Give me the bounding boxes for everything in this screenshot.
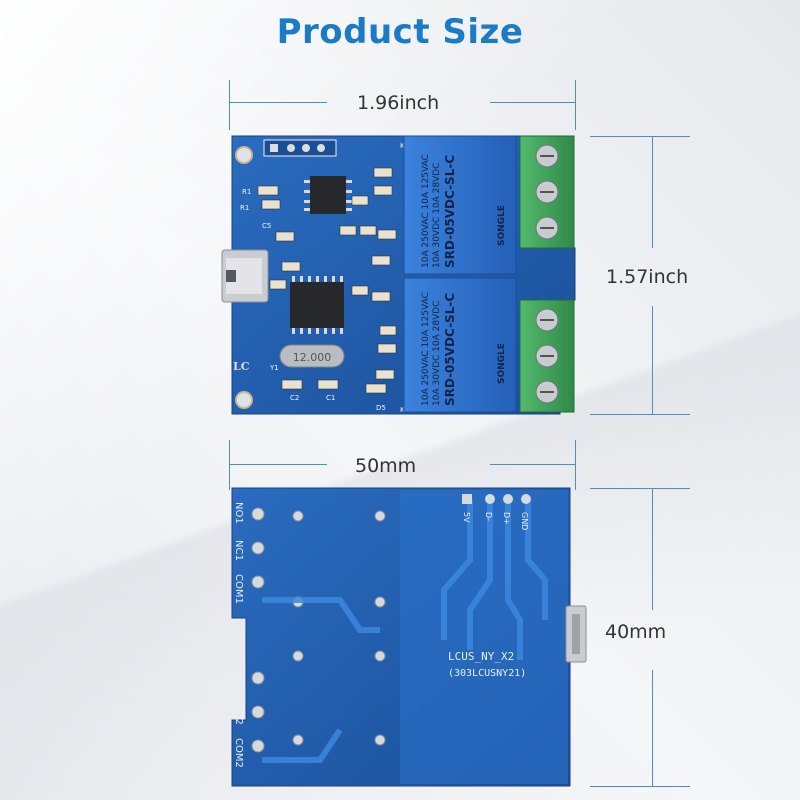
top-width-line-left xyxy=(229,102,327,103)
pin-label-dplus: D+ xyxy=(502,512,511,525)
terminal-label-no1: NO1 xyxy=(233,502,244,524)
pin-header xyxy=(263,139,337,157)
board-model: LCUS_NY_X2 xyxy=(448,650,514,663)
relay-rating: 10A 30VDC 10A 28VDC xyxy=(432,163,442,268)
bottom-width-label: 50mm xyxy=(355,455,417,477)
terminal-label-com2: COM2 xyxy=(233,738,244,768)
component-label: R1 xyxy=(240,204,249,212)
bottom-width-line-left xyxy=(229,464,327,465)
top-board: 12.000 LC R1 R1 C5 K1 K2 Y1 C2 C1 D5 xyxy=(221,135,576,415)
relay-brand: SONGLE xyxy=(497,343,507,384)
bottom-width-left-tick xyxy=(229,440,230,490)
component-label: C1 xyxy=(326,394,335,402)
usb-chip xyxy=(290,276,344,334)
logo-text: LC xyxy=(233,360,250,373)
relay-model: SRD-05VDC-SL-C xyxy=(443,155,457,268)
mcu-chip xyxy=(304,176,352,214)
component-label: D5 xyxy=(376,404,386,412)
smd-components xyxy=(257,167,397,394)
top-width-line-right xyxy=(490,102,575,103)
relay-k2: 10A 250VAC 10A 125VAC 10A 30VDC 10A 28VD… xyxy=(403,277,517,413)
bottom-height-bottom-tick xyxy=(590,786,690,787)
relay-rating: 10A 30VDC 10A 28VDC xyxy=(432,301,442,406)
component-label: C5 xyxy=(262,222,271,230)
pin-label-dminus: D- xyxy=(484,512,493,521)
pcb-traces xyxy=(262,500,548,763)
terminal-label-nc2: NC2 xyxy=(233,704,244,725)
bottom-height-line-top xyxy=(652,488,653,610)
relay-k1: 10A 250VAC 10A 125VAC 10A 30VDC 10A 28VD… xyxy=(403,135,517,275)
top-width-right-tick xyxy=(575,80,576,130)
terminal-label-com1: COM1 xyxy=(233,574,244,604)
crystal-label: 12.000 xyxy=(293,351,332,364)
top-width-left-tick xyxy=(229,80,230,130)
top-height-bottom-tick xyxy=(590,414,690,415)
terminal-label-no2: NO2 xyxy=(233,668,244,690)
terminal-label-nc1: NC1 xyxy=(233,540,244,561)
top-height-label: 1.57inch xyxy=(606,266,689,288)
page-title: Product Size xyxy=(276,12,524,52)
bottom-height-line-bottom xyxy=(652,670,653,786)
mounting-hole xyxy=(235,391,253,409)
component-label: R1 xyxy=(242,188,251,196)
bottom-height-top-tick xyxy=(590,488,690,489)
micro-usb-port-back xyxy=(565,605,587,663)
component-label: C2 xyxy=(290,394,299,402)
terminal-pads xyxy=(251,507,386,753)
board-code: (303LCUSNY21) xyxy=(448,668,526,679)
usb-pin-pads xyxy=(462,494,531,504)
top-width-label: 1.96inch xyxy=(357,92,440,114)
relay-model: SRD-05VDC-SL-C xyxy=(443,293,457,406)
pin-label-5v: 5V xyxy=(462,512,471,523)
crystal-oscillator: 12.000 xyxy=(279,344,345,368)
component-label: Y1 xyxy=(269,364,279,372)
relay-rating: 10A 250VAC 10A 125VAC xyxy=(421,154,431,268)
bottom-width-right-tick xyxy=(575,440,576,490)
bottom-width-line-right xyxy=(490,464,575,465)
bottom-board: NO1 NC1 COM1 NO2 NC2 COM2 5V D- D+ G xyxy=(231,487,587,787)
top-height-top-tick xyxy=(590,136,690,137)
mounting-hole xyxy=(235,146,253,164)
relay-rating: 10A 250VAC 10A 125VAC xyxy=(421,292,431,406)
top-height-line-top xyxy=(652,136,653,248)
micro-usb-port xyxy=(221,249,269,303)
top-height-line-bottom xyxy=(652,306,653,414)
terminal-block-2 xyxy=(519,299,575,413)
pin-label-gnd: GND xyxy=(520,512,529,530)
relay-brand: SONGLE xyxy=(497,205,507,246)
bottom-height-label: 40mm xyxy=(605,621,667,643)
terminal-block-1 xyxy=(519,135,575,249)
